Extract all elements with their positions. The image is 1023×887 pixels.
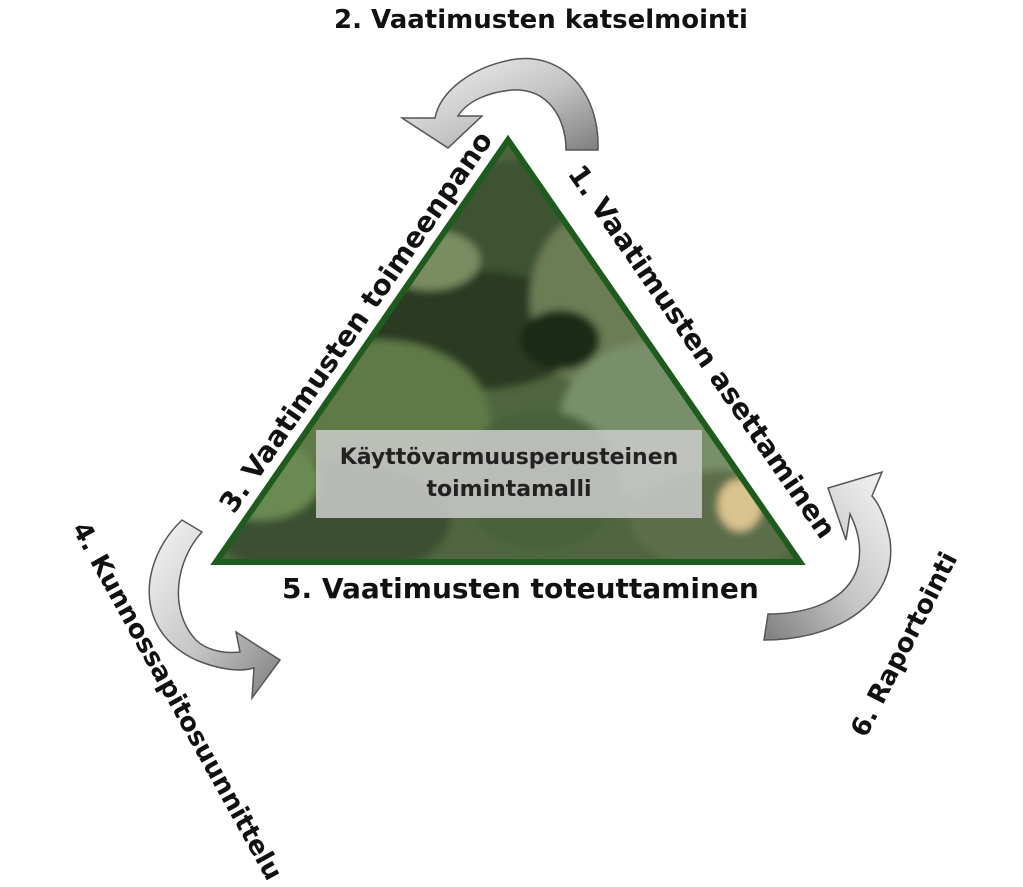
curved-arrow-icon-top — [399, 57, 599, 151]
curved-arrow-icon-left — [148, 519, 282, 701]
triangle-border — [210, 134, 806, 565]
center-label-box: Käyttövarmuusperusteinen toimintamalli — [316, 430, 702, 518]
step-5-label: 5. Vaatimusten toteuttaminen — [282, 572, 759, 605]
center-label-line2: toimintamalli — [426, 477, 592, 502]
step-2-label: 2. Vaatimusten katselmointi — [334, 5, 748, 35]
curved-arrow-icon-right — [763, 470, 892, 641]
center-label-line1: Käyttövarmuusperusteinen — [339, 445, 679, 470]
diagram-canvas: Käyttövarmuusperusteinen toimintamalli 2… — [65, 5, 964, 886]
